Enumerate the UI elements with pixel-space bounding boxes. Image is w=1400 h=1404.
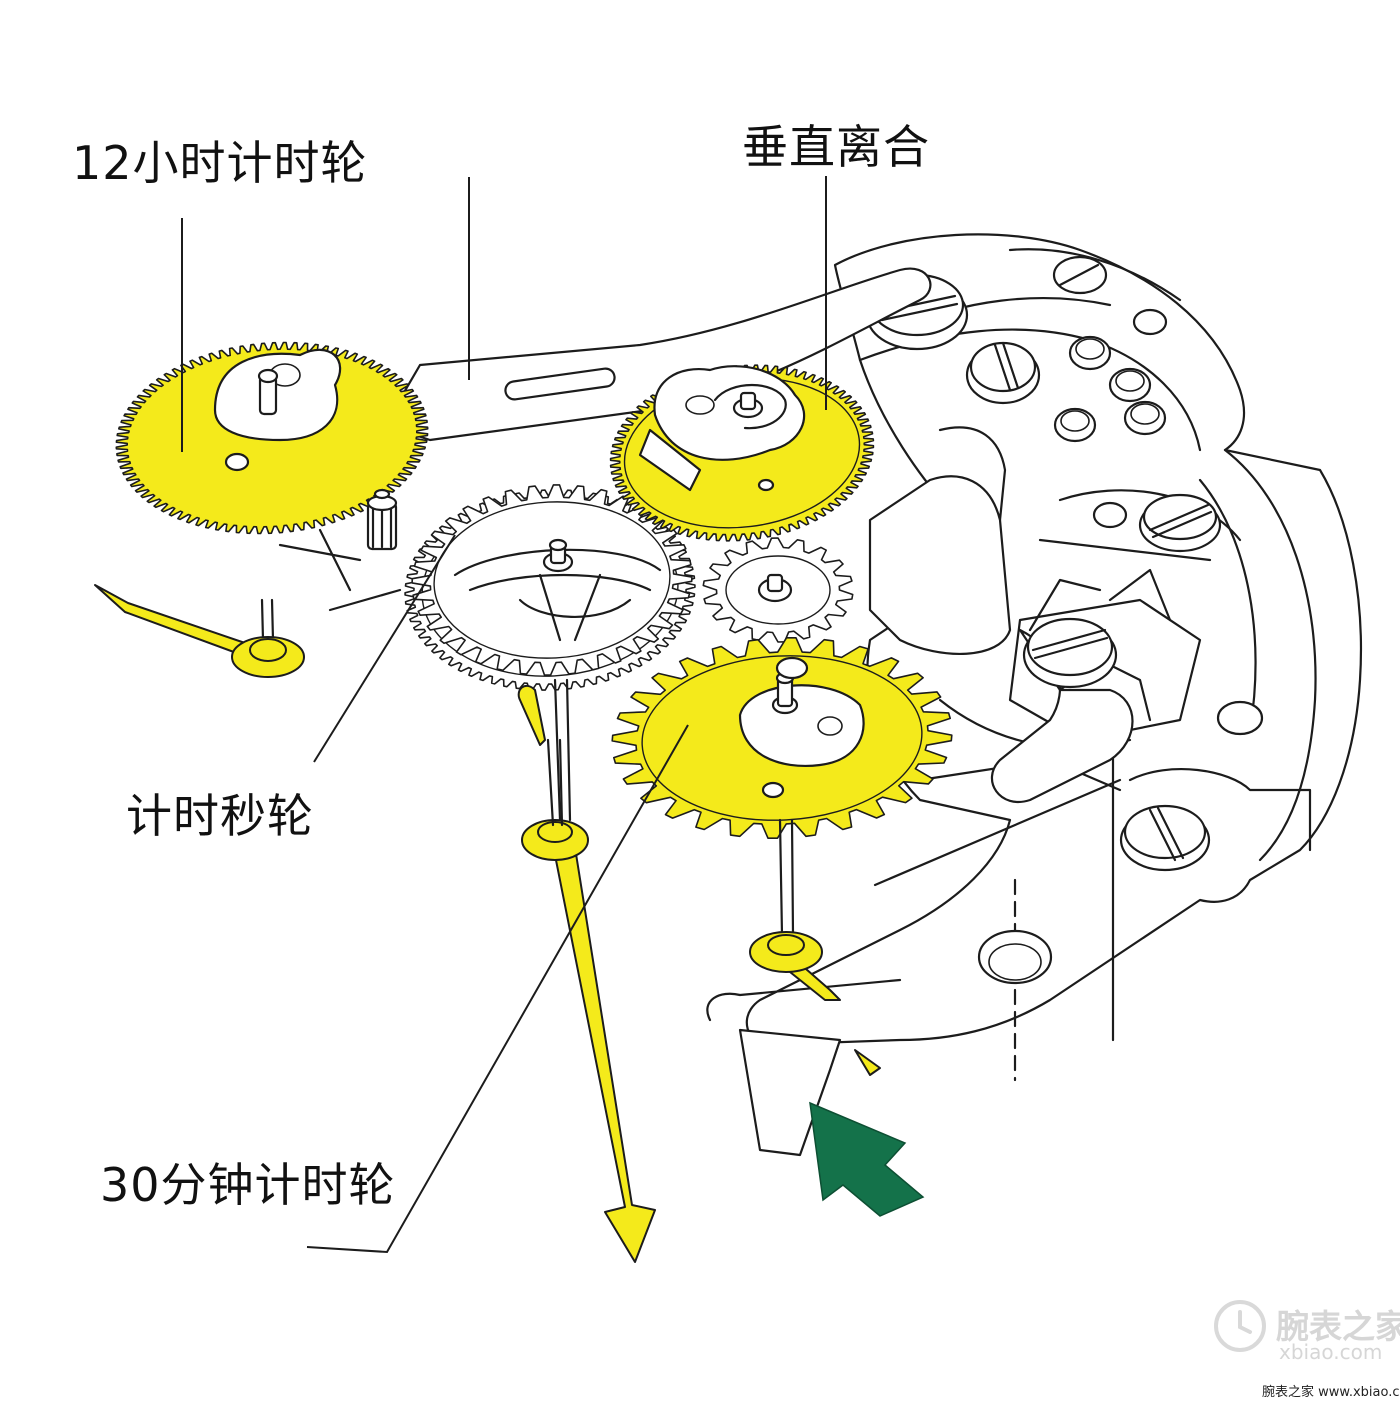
minute-counter-wheel	[611, 636, 953, 937]
intermediate-wheel	[702, 537, 854, 643]
hour-counter-wheel	[115, 341, 429, 535]
jewel-icon	[977, 308, 1264, 985]
seconds-wheel-assembly	[404, 484, 696, 822]
watermark-footer: 腕表之家 www.xbiao.com	[1262, 1385, 1400, 1400]
screw-icon	[1052, 255, 1108, 295]
screw-icon	[1022, 617, 1118, 689]
leader-seconds-wheel	[313, 534, 456, 763]
label-minute-counter-wheel: 30分钟计时轮	[100, 1158, 396, 1212]
hands	[94, 584, 881, 1263]
label-hour-counter-wheel: 12小时计时轮	[72, 136, 368, 190]
leader-lines	[181, 176, 827, 1254]
label-vertical-clutch: 垂直离合	[742, 120, 930, 174]
push-arrow-icon	[809, 1101, 925, 1217]
screw-icon	[1138, 493, 1222, 553]
screw-icon	[1119, 804, 1211, 872]
watermark-domain: xbiao.com	[1279, 1340, 1383, 1364]
centre-wheel	[278, 528, 402, 612]
watch-logo-icon	[1214, 1300, 1266, 1352]
vertical-clutch-wheel	[609, 364, 875, 542]
pinion	[366, 488, 398, 551]
label-seconds-wheel: 计时秒轮	[126, 789, 314, 843]
leader-minute-wheel	[306, 724, 689, 1254]
gear-icon	[411, 484, 693, 676]
watermark-brand: 腕表之家	[1276, 1307, 1400, 1346]
screw-icon	[965, 341, 1041, 405]
